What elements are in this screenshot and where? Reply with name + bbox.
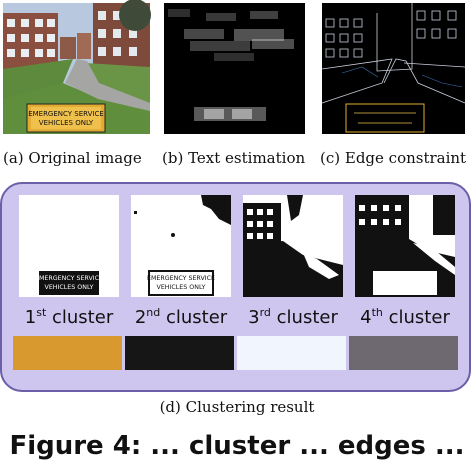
cluster-1-ordinal: 1	[24, 307, 37, 328]
edge-constraint-image	[321, 3, 466, 134]
original-image: EMERGENCY SERVICE VEHICLES ONLY	[3, 0, 151, 134]
cluster-2-ordinal: 2	[134, 307, 147, 328]
caption-text-estimation: (b) Text estimation	[162, 149, 306, 167]
cluster-3-ordinal: 3	[248, 307, 260, 328]
cluster-2-sign-line2: VEHICLES ONLY	[157, 284, 206, 291]
sign-line2: VEHICLES ONLY	[39, 119, 94, 127]
cluster-3-suffix: rd	[259, 306, 271, 319]
cluster-1-sign-line2: VEHICLES ONLY	[45, 284, 94, 291]
cluster-2-sign-line1: EMERGENCY SERVICE	[147, 275, 215, 282]
cluster-3-image	[243, 195, 343, 297]
cluster-4-word: cluster	[388, 307, 450, 328]
cluster-2-suffix: nd	[146, 306, 161, 319]
cluster-2-word: cluster	[165, 307, 228, 328]
sign-line1: EMERGENCY SERVICE	[28, 110, 104, 118]
cluster-1-image: EMERGENCY SERVICE VEHICLES ONLY	[19, 195, 119, 297]
cluster-3-label: 3rd cluster	[237, 307, 349, 328]
cluster-2-label: 2nd cluster	[125, 307, 237, 328]
cluster-4-image	[355, 195, 455, 297]
cluster-3-word: cluster	[276, 307, 338, 328]
cluster-4-ordinal: 4	[360, 307, 372, 328]
cluster-1-word: cluster	[52, 307, 114, 328]
text-estimation-image	[164, 3, 305, 134]
cluster-1-sign-line1: EMERGENCY SERVICE	[35, 275, 103, 282]
cluster-2-image: EMERGENCY SERVICE VEHICLES ONLY	[131, 195, 231, 297]
cut-off-figure-title: Figure 4: ... cluster ... edges ...	[9, 431, 465, 461]
cluster-1-color-swatch	[13, 336, 122, 370]
cluster-2-color-swatch	[125, 336, 234, 370]
cluster-1-label: 1st cluster	[13, 307, 125, 328]
caption-edge-constraint: (c) Edge constraint	[320, 149, 467, 167]
cluster-4-color-swatch	[349, 336, 458, 370]
cluster-4-label: 4th cluster	[349, 307, 461, 328]
caption-clustering-result: (d) Clustering result	[159, 398, 315, 416]
cluster-4-suffix: th	[371, 306, 383, 319]
caption-original-image: (a) Original image	[3, 149, 142, 167]
cluster-3-color-swatch	[237, 336, 346, 370]
cluster-1-suffix: st	[36, 306, 47, 319]
